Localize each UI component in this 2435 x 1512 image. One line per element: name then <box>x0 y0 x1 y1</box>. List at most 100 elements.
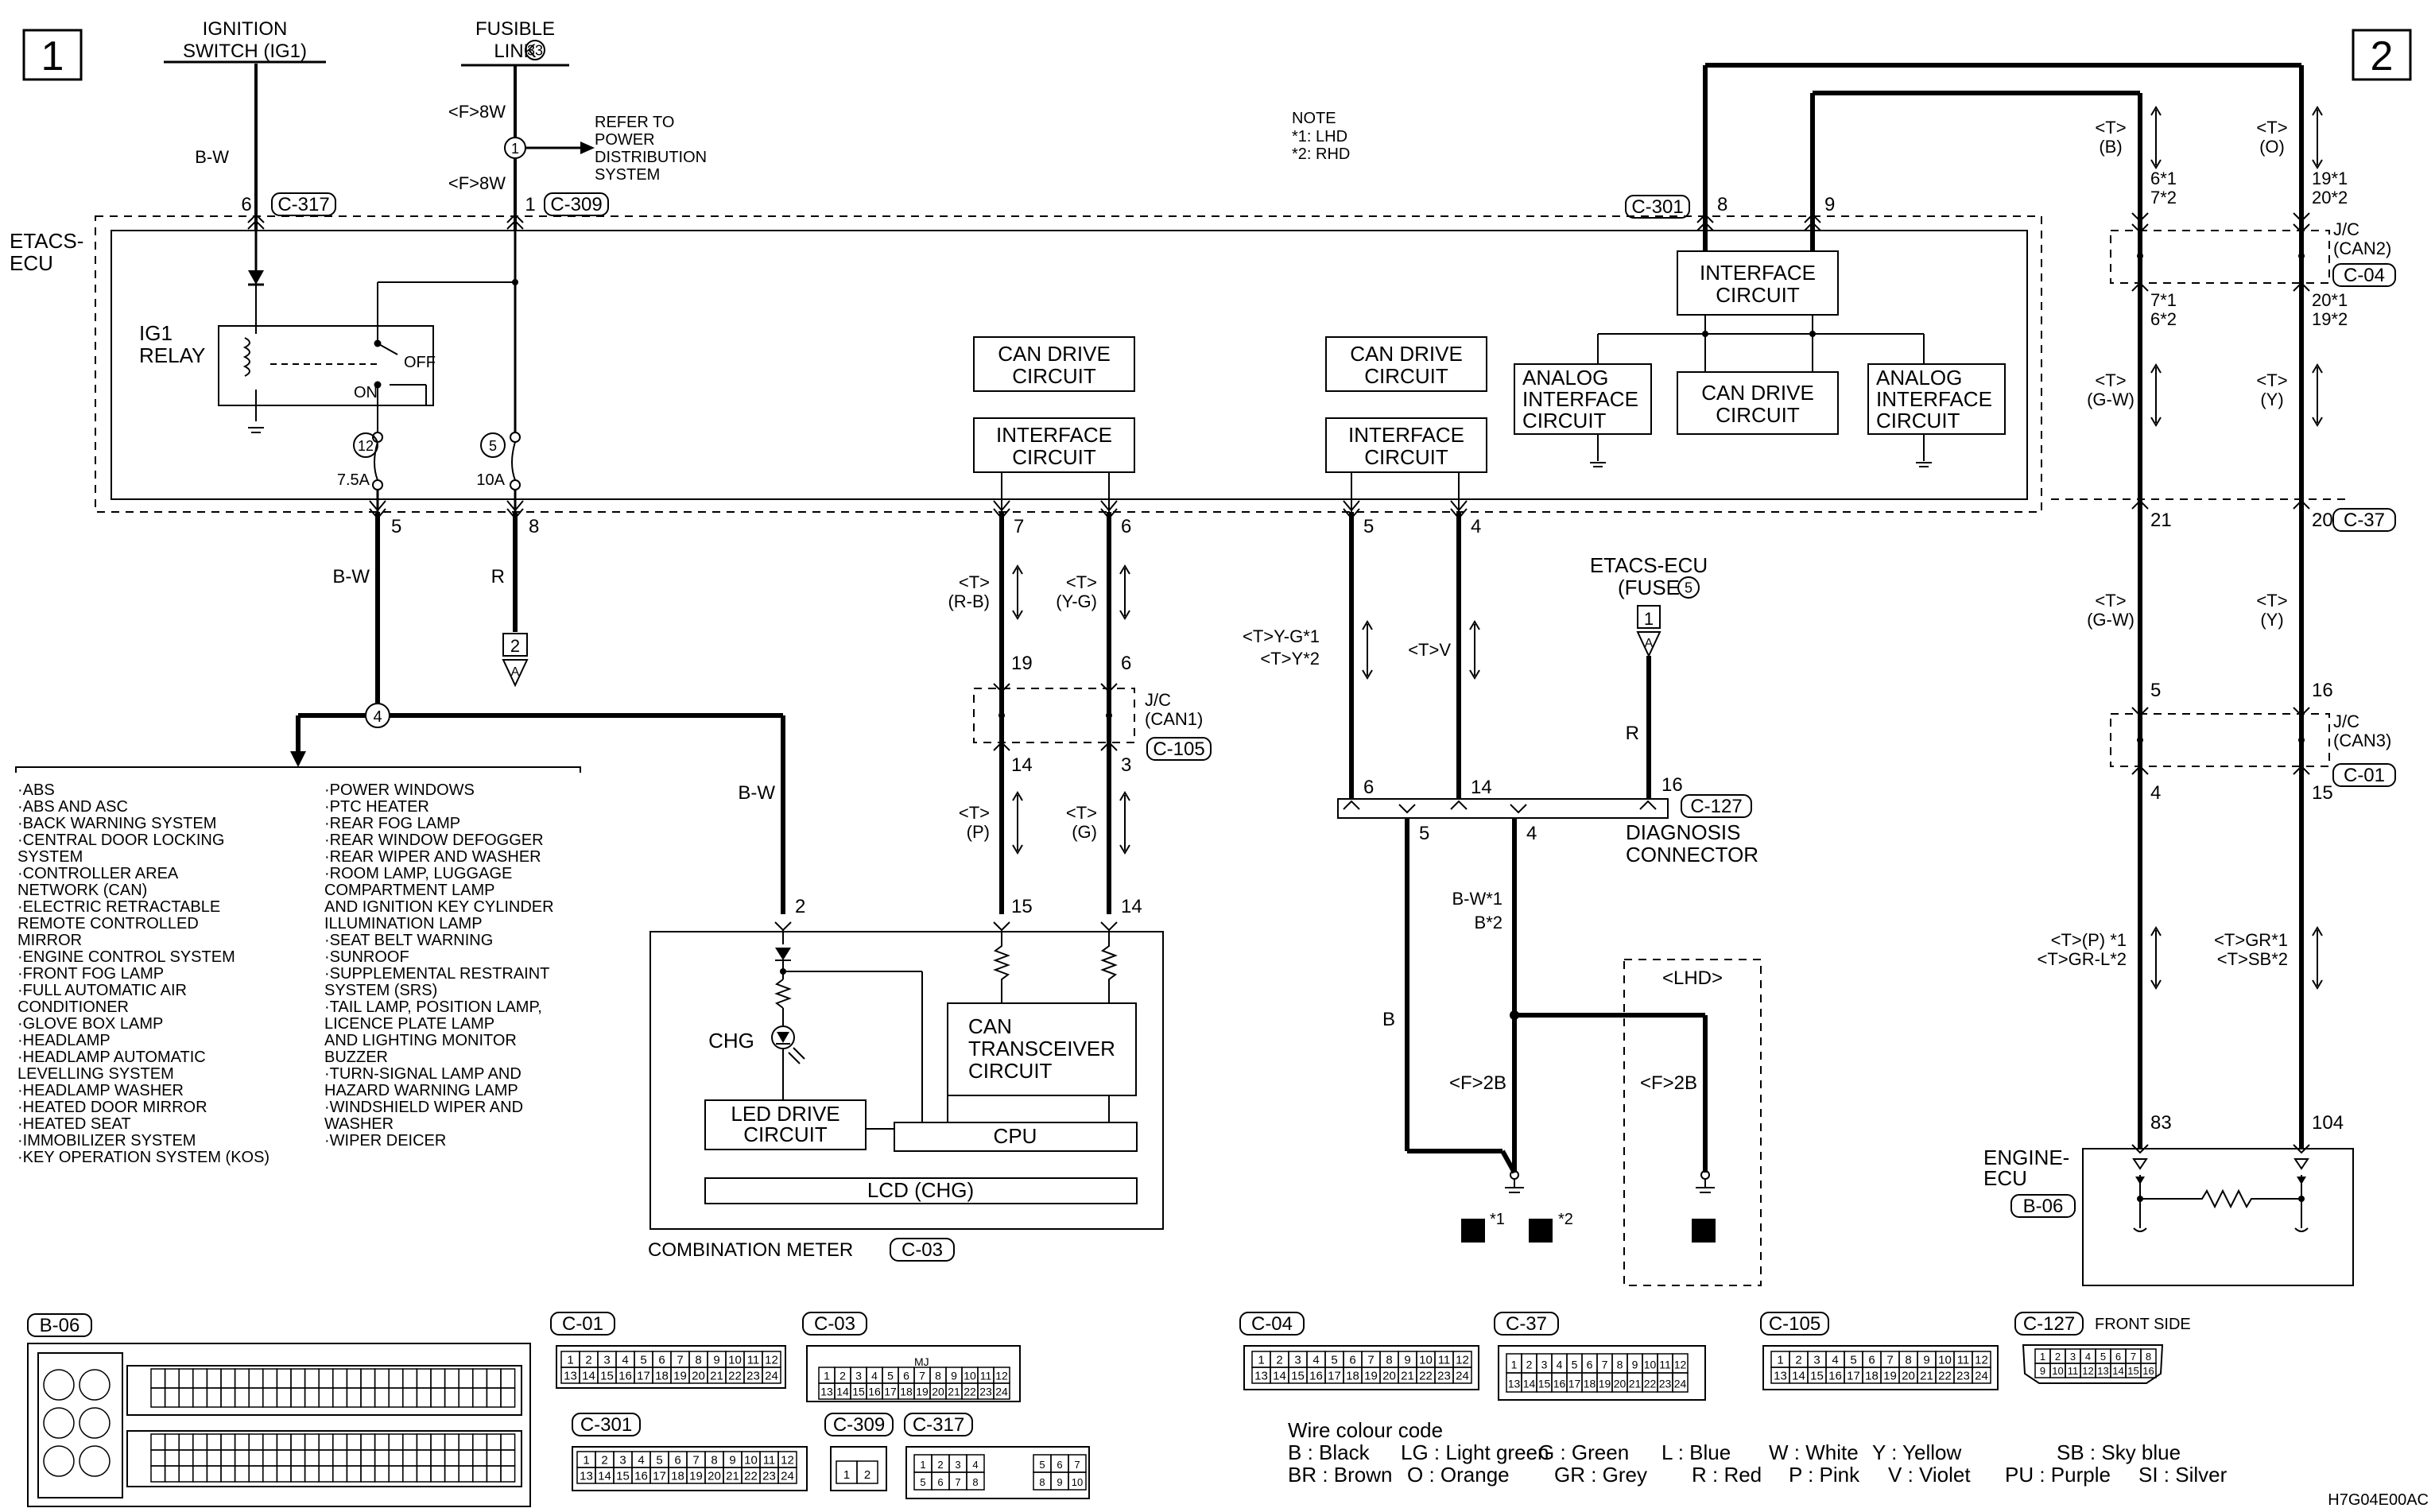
connector-tag: C-04 <box>2344 265 2385 286</box>
ig1-relay-label-line: IG1 <box>139 321 173 345</box>
pin-cell <box>416 1433 432 1451</box>
wire-label: <F>2B <box>1640 1072 1697 1094</box>
pin-cell-number: 1 <box>824 1370 830 1382</box>
pin-cell <box>178 1387 194 1408</box>
pin-cell-number: 15 <box>1291 1370 1305 1383</box>
connector-tag: C-301 <box>580 1414 632 1436</box>
pin-cell-circle <box>43 1407 75 1439</box>
diagnosis-connector-label-line: CONNECTOR <box>1626 843 1758 866</box>
pin-cell-number: 8 <box>711 1454 717 1467</box>
pin-cell-number: 20 <box>1902 1370 1915 1383</box>
pin-cell-number: 11 <box>1659 1359 1671 1371</box>
pin-cell-number: 17 <box>1847 1370 1860 1383</box>
system-list-item-line: ·GLOVE BOX LAMP <box>17 1015 163 1033</box>
pin-cell-number: 1 <box>583 1454 589 1467</box>
system-list-item-line: ·REAR FOG LAMP <box>324 815 460 832</box>
pin-number: 14 <box>1471 777 1492 798</box>
wire-label-line: (O) <box>2259 137 2285 157</box>
system-list-item-line: ·HEADLAMP AUTOMATIC <box>17 1049 206 1066</box>
pin-cell <box>178 1449 194 1467</box>
pin-cell-number: 2 <box>937 1459 943 1471</box>
pin-cell <box>458 1387 474 1408</box>
led-drive-label-line: CIRCUIT <box>743 1122 828 1146</box>
system-list-item-line: ·FULL AUTOMATIC AIR <box>17 982 187 999</box>
pin-number: 5 <box>1419 823 1429 844</box>
pin-number: 5 <box>2150 680 2161 701</box>
pin-cell <box>318 1465 334 1483</box>
colour-code-entry: R : Red <box>1692 1463 1762 1487</box>
pin-cell-number: 12 <box>1975 1354 1988 1367</box>
pin-cell <box>304 1433 320 1451</box>
pin-cell-number: 21 <box>1920 1370 1933 1383</box>
connector-tag-frame <box>1760 1312 1829 1336</box>
wire-b-label: B <box>1382 1009 1395 1030</box>
pin-cell-number: 16 <box>2142 1365 2154 1377</box>
pin-cell <box>164 1387 180 1408</box>
pin-cell-number: 2 <box>839 1370 846 1382</box>
system-list-item-line: BUZZER <box>324 1049 388 1066</box>
lcd-label: LCD (CHG) <box>867 1178 974 1202</box>
pin-cell-number: 17 <box>884 1386 897 1398</box>
pin-cell-number: 4 <box>871 1370 878 1382</box>
pin-cell-number: 7 <box>1602 1359 1608 1371</box>
pin-cell-number: 11 <box>2068 1365 2079 1377</box>
pin-cell <box>966 1471 985 1491</box>
connector-tag: C-01 <box>562 1313 603 1335</box>
wire-label-line: (G-W) <box>2087 390 2135 409</box>
system-list-item-line: NETWORK (CAN) <box>17 882 147 899</box>
system-list-item-line: REMOTE CONTROLLED <box>17 915 199 932</box>
system-list-item-line: ·WINDSHIELD WIPER AND <box>324 1099 523 1116</box>
page-ref-letter: A <box>1645 637 1654 650</box>
system-list-item-line: ·TAIL LAMP, POSITION LAMP, <box>324 998 542 1016</box>
pin-cell <box>486 1433 502 1451</box>
system-list-item-line: ·HEATED DOOR MIRROR <box>17 1099 207 1116</box>
connector-tag: C-309 <box>550 194 602 215</box>
wire-label-line: (B) <box>2099 137 2122 157</box>
pin-cell <box>1972 1367 1991 1384</box>
connector-tag-frame <box>2332 263 2396 287</box>
pin-cell-number: 18 <box>1346 1370 1359 1383</box>
pin-cell-number: 20 <box>1382 1370 1396 1383</box>
pin-cell-number: 6 <box>903 1370 909 1382</box>
pin-cell-number: 1 <box>1777 1354 1783 1367</box>
pin-cell-number: 5 <box>887 1370 894 1382</box>
pin-cell-number: 24 <box>781 1470 794 1483</box>
pin-cell-number: 14 <box>2112 1365 2123 1377</box>
pin-cell <box>248 1387 264 1408</box>
system-list-item-line: AND LIGHTING MONITOR <box>324 1032 517 1049</box>
pin-cell-number: 13 <box>564 1370 577 1383</box>
interface-circuit-label-line: INTERFACE <box>1700 261 1816 285</box>
pin-cell-number: 2 <box>2055 1351 2061 1363</box>
pin-cell-number: 11 <box>763 1454 776 1467</box>
interface-circuit-label-line: CIRCUIT <box>1364 445 1448 469</box>
pin-number: 7 <box>1014 516 1024 537</box>
pin-cell-number: 15 <box>1538 1378 1551 1390</box>
connector-tag: C-317 <box>277 194 329 215</box>
page-marker-right: 2 <box>2371 33 2394 79</box>
pin-cell <box>164 1433 180 1451</box>
wire-f8w-lower: <F>8W <box>448 173 506 193</box>
pin-cell-number: 23 <box>762 1470 776 1483</box>
pin-cell-number: 20 <box>932 1386 944 1398</box>
pin-cell-number: 21 <box>726 1470 739 1483</box>
pin-cell <box>150 1449 166 1467</box>
connector-tag: B-06 <box>40 1315 80 1336</box>
pin-cell-number: 5 <box>656 1454 662 1467</box>
pin-cell <box>458 1433 474 1451</box>
system-list-item-line: SYSTEM <box>17 848 83 866</box>
connector-tag-frame <box>27 1313 92 1337</box>
pin-cell-number: 12 <box>995 1370 1008 1382</box>
pin-cell <box>192 1449 208 1467</box>
pin-cell <box>472 1368 488 1389</box>
pin-cell <box>234 1449 250 1467</box>
pin-cell <box>444 1387 459 1408</box>
relay-off-label: OFF <box>404 354 436 371</box>
connector-tag-frame <box>572 1413 641 1436</box>
connector-tag-frame <box>550 1312 615 1336</box>
ground-star: *1 <box>1490 1211 1505 1228</box>
chg-label: CHG <box>708 1029 754 1053</box>
pin-number: 6 <box>1121 516 1131 537</box>
front-side-label: FRONT SIDE <box>2095 1316 2191 1333</box>
pin-cell-number: 9 <box>2040 1365 2045 1377</box>
etacs-ecu-label-line: ETACS- <box>10 229 83 253</box>
